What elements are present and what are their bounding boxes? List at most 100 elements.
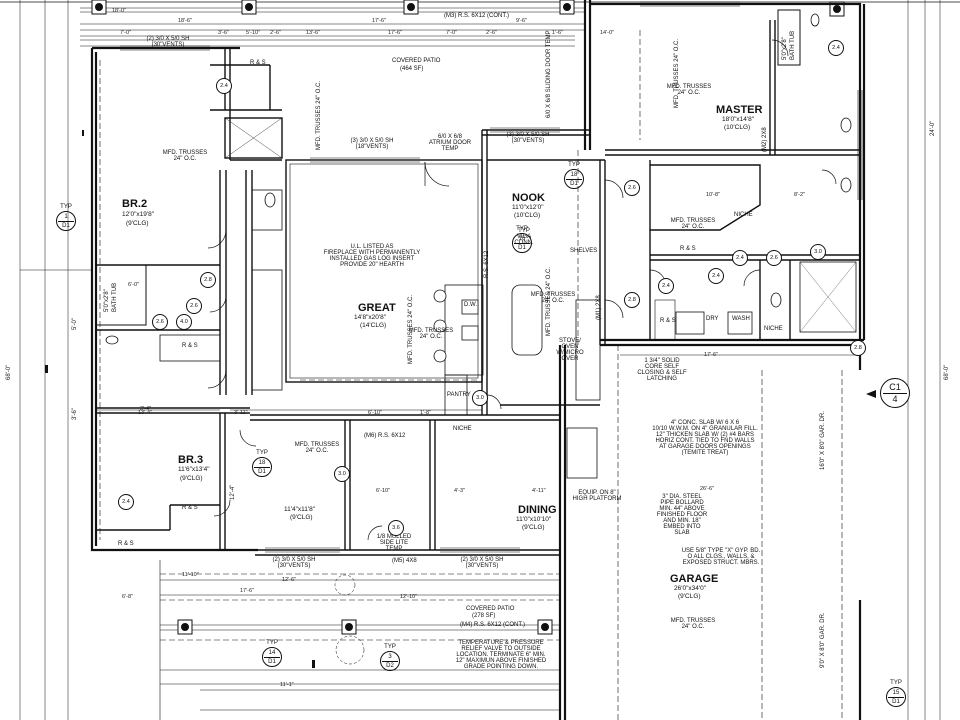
trusses-nook-line-1: MFD. TRUSSES	[530, 292, 576, 298]
section-ref-6-sheet: D2	[386, 662, 394, 669]
rs-6x12-vertical: R.S. 6X12	[484, 250, 490, 278]
section-ref-1-num: 1	[64, 213, 68, 220]
room-size-br3: 11'6"x13'4"	[178, 466, 210, 473]
trusses-master-line-1: MFD. TRUSSES	[666, 84, 712, 90]
bath-tub-left-label: 5'0"x2'8"	[104, 289, 110, 312]
room-clg-den: (9'CLG)	[290, 514, 313, 521]
atrium-line-2: ATRIUM DOOR	[428, 140, 472, 146]
covered-patio-top-title: COVERED PATIO	[392, 58, 441, 64]
fireplace-note: U.L. LISTED AS FIREPLACE WITH PERMANENTL…	[302, 244, 442, 268]
section-ref-2-bar	[514, 242, 530, 244]
slab-line-4: HORIZ CONT. TIED TO FND WALLS	[655, 438, 755, 444]
relief-line-4: 12" MAXIMUN ABOVE FINISHED	[455, 658, 547, 664]
dim-misc-2: 13'-4"	[138, 410, 153, 416]
marks	[45, 130, 315, 668]
room-size-garage: 26'0"x34'0"	[674, 585, 707, 592]
m5-label: (M5) 4X8	[392, 558, 417, 564]
dim-top2-2: 2'-6"	[270, 30, 281, 36]
door-tag: 2.4	[216, 78, 232, 94]
bollard-line-7: SLAB	[674, 530, 690, 536]
door-tag: 2.8	[624, 292, 640, 308]
garage-door-note: 1 3/4" SOLID CORE SELF CLOSING & SELF LA…	[632, 358, 692, 382]
section-ref-4-typ: TYP	[256, 450, 268, 456]
room-clg-dining: (9'CLG)	[522, 524, 545, 531]
relief-line-3: LOCATION. TERMINATE 6" MIN.	[456, 652, 546, 658]
rs-label-laundry: R & S	[660, 318, 676, 324]
mfd-trusses-br2-vertical: MFD. TRUSSES 24" O.C.	[316, 80, 322, 150]
slab-line-3: 12" THICKEN SLAB W/ (2) #4 BARS	[655, 432, 755, 438]
windows-bottom-right-line-1: (2) 3/0 X 5/0 SH	[460, 557, 504, 563]
door-tag: 2.4	[732, 250, 748, 266]
trusses-br3-line-2: 24" O.C.	[305, 448, 329, 454]
room-size-br2: 12'0"x19'8"	[122, 211, 155, 218]
dim-bottom-4: 11'-10"	[182, 572, 199, 578]
rs-label-hall: R & S	[182, 343, 198, 349]
slab-note: 4" CONC. SLAB W/ 6 X 6 10/10 W.W.M. ON 4…	[640, 420, 770, 456]
dim-misc-11: 6'-10"	[376, 488, 391, 494]
dim-top2-3: 2'-6"	[486, 30, 497, 36]
dim-top-2: 17'-6"	[372, 18, 387, 24]
section-ref-7-sheet: D1	[892, 698, 900, 705]
section-ref-7-bar	[888, 696, 904, 698]
section-callout-sub: 4	[892, 393, 898, 404]
beam-bottom-label: (M4) R.S. 6X12 (CONT.)	[460, 622, 526, 628]
garage-door-line-1: 1 3/4" SOLID	[644, 358, 680, 364]
room-size-master: 18'0"x14'8"	[722, 116, 755, 123]
stove-line-3: W/MICRO	[556, 350, 584, 356]
exterior-walls	[90, 0, 866, 720]
trusses-br2-note: MFD. TRUSSES 24" O.C.	[160, 150, 210, 162]
fireplace-line-2: FIREPLACE WITH PERMANENTLY	[323, 250, 421, 256]
section-ref-2-num: 16	[518, 235, 526, 242]
dry-label: DRY	[706, 316, 719, 322]
covered-patio-bottom-title: COVERED PATIO	[466, 606, 515, 612]
bollard-line-4: FINISHED FLOOR	[656, 512, 708, 518]
rs-label-master: R & S	[680, 246, 696, 252]
section-ref-5-sheet: D1	[268, 658, 276, 665]
dim-misc-9: 8'-2"	[794, 192, 805, 198]
section-ref-2-sheet: D1	[518, 244, 526, 251]
room-label-dining: DINING	[518, 504, 557, 516]
relief-line-5: GRADE POINTING DOWN.	[463, 664, 539, 670]
dim-top-1: 18'-6"	[178, 18, 193, 24]
dim-misc-12: 3'-4"	[140, 406, 151, 412]
section-ref-6-typ: TYP	[384, 644, 396, 650]
fireplace-line-4: PROVIDE 20" HEARTH	[340, 262, 404, 268]
trusses-great-line-1: MFD. TRUSSES	[408, 328, 454, 334]
section-ref-2-typ: TYP	[516, 226, 528, 232]
mfd-trusses-great-vertical: MFD. TRUSSES 24" O.C.	[408, 294, 414, 364]
windows-br2-line-2: (30"VENTS)	[151, 42, 185, 48]
dim-misc-3: 24'-0"	[930, 120, 936, 136]
garage-door-line-2: CORE SELF	[644, 364, 679, 370]
section-ref-7-num: 15	[892, 689, 900, 696]
bottom-patio	[159, 560, 560, 720]
interior-walls	[95, 9, 860, 556]
room-label-master: MASTER	[716, 104, 763, 116]
room-clg-br2: (9'CLG)	[126, 220, 149, 227]
trusses-master-closet-line-1: MFD. TRUSSES	[670, 218, 716, 224]
dim-misc-1: 26'-6"	[700, 486, 715, 492]
door-swings	[207, 39, 837, 541]
section-callout-num: C1	[889, 381, 901, 392]
stove-line-4: OVER	[561, 356, 579, 362]
bath-tub-left-name: BATH TUB	[112, 282, 118, 312]
bar-stools	[433, 289, 479, 363]
door-tag: 2.6	[152, 314, 168, 330]
dim-bottom-7: 12'-10"	[400, 594, 418, 600]
atrium-line-3: TEMP	[441, 146, 459, 152]
relief-line-1: TEMPERATURE & PRESSURE	[458, 640, 544, 646]
equip-line-2: HIGH PLATFORM	[572, 496, 622, 502]
stove-line-2: OVEN	[561, 344, 579, 350]
windows-bottom-left-line-1: (2) 3/0 X 5/0 SH	[272, 557, 316, 563]
dim-bottom-5: 6'-8"	[122, 594, 133, 600]
windows-great-line-2: (18"VENTS)	[355, 144, 389, 150]
mullion-line-2: SIDE LITE	[379, 540, 409, 546]
windows-bottom-right-note: (2) 3/0 X 5/0 SH (30"VENTS)	[452, 557, 512, 569]
dim-misc-17: 6'-0"	[128, 282, 139, 288]
garage-door-label-top: 16'0" X 8'0" GAR. DR.	[820, 411, 826, 470]
room-label-great: GREAT	[358, 302, 396, 314]
